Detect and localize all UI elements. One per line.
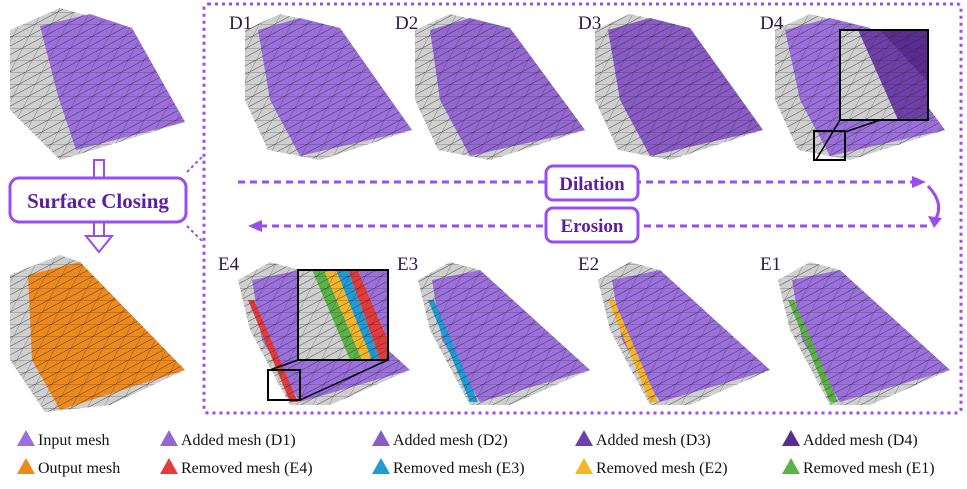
- legend-item: Input mesh: [17, 430, 110, 449]
- legend-item: Removed mesh (E4): [160, 458, 313, 477]
- triangle-icon: [17, 430, 35, 446]
- svg-text:Added mesh (D3): Added mesh (D3): [596, 432, 711, 449]
- triangle-icon: [160, 458, 178, 474]
- mesh-e1: [778, 262, 950, 405]
- stage-label-e3: E3: [397, 254, 418, 275]
- legend-item: Removed mesh (E3): [372, 458, 525, 477]
- connector-top: [186, 154, 205, 173]
- mesh-d1: [245, 14, 412, 160]
- triangle-icon: [17, 458, 35, 474]
- legend-item: Removed mesh (E1): [782, 458, 935, 477]
- svg-text:Added mesh (D4): Added mesh (D4): [803, 432, 918, 449]
- zoom-inset-d4: [813, 29, 929, 161]
- svg-text:Output mesh: Output mesh: [38, 460, 120, 477]
- svg-text:Removed mesh (E1): Removed mesh (E1): [803, 460, 935, 477]
- legend-item: Added mesh (D4): [782, 430, 918, 449]
- erosion-label: Erosion: [560, 216, 623, 237]
- mesh-e3: [418, 262, 590, 405]
- stage-label-d4: D4: [760, 13, 784, 34]
- stage-label-e4: E4: [218, 254, 240, 275]
- dilation-label: Dilation: [559, 174, 625, 195]
- triangle-icon: [372, 430, 390, 446]
- erosion-box: Erosion: [544, 206, 640, 244]
- triangle-icon: [575, 430, 593, 446]
- surface-closing-box: Surface Closing: [8, 176, 188, 224]
- erosion-arrow: [248, 220, 930, 232]
- stage-label-d2: D2: [395, 13, 418, 34]
- zoom-inset-e4: [267, 269, 389, 401]
- input-mesh: [10, 8, 185, 160]
- svg-text:Input mesh: Input mesh: [38, 432, 110, 449]
- connector-bottom: [186, 225, 205, 244]
- mesh-d2: [415, 14, 585, 160]
- svg-text:Removed mesh (E4): Removed mesh (E4): [181, 460, 313, 477]
- legend: Input mesh Added mesh (D1) Added mesh (D…: [17, 430, 935, 477]
- return-arrow-icon: [926, 184, 942, 228]
- stage-label-e2: E2: [578, 254, 599, 275]
- svg-text:Removed mesh (E2): Removed mesh (E2): [596, 460, 728, 477]
- triangle-icon: [575, 458, 593, 474]
- svg-text:Removed mesh (E3): Removed mesh (E3): [393, 460, 525, 477]
- surface-closing-label: Surface Closing: [27, 189, 169, 213]
- triangle-icon: [782, 458, 800, 474]
- svg-text:Added mesh (D1): Added mesh (D1): [181, 432, 296, 449]
- stage-label-d1: D1: [229, 13, 252, 34]
- legend-item: Added mesh (D2): [372, 430, 508, 449]
- svg-text:Added mesh (D2): Added mesh (D2): [393, 432, 508, 449]
- dilation-box: Dilation: [544, 164, 640, 202]
- triangle-icon: [372, 458, 390, 474]
- mesh-e2: [598, 262, 770, 405]
- legend-item: Removed mesh (E2): [575, 458, 728, 477]
- triangle-icon: [160, 430, 178, 446]
- stage-label-d3: D3: [578, 13, 601, 34]
- output-mesh: [10, 255, 185, 412]
- stage-label-e1: E1: [760, 254, 781, 275]
- mesh-d3: [595, 14, 763, 160]
- triangle-icon: [782, 430, 800, 446]
- legend-item: Added mesh (D3): [575, 430, 711, 449]
- legend-item: Added mesh (D1): [160, 430, 296, 449]
- legend-item: Output mesh: [17, 458, 120, 477]
